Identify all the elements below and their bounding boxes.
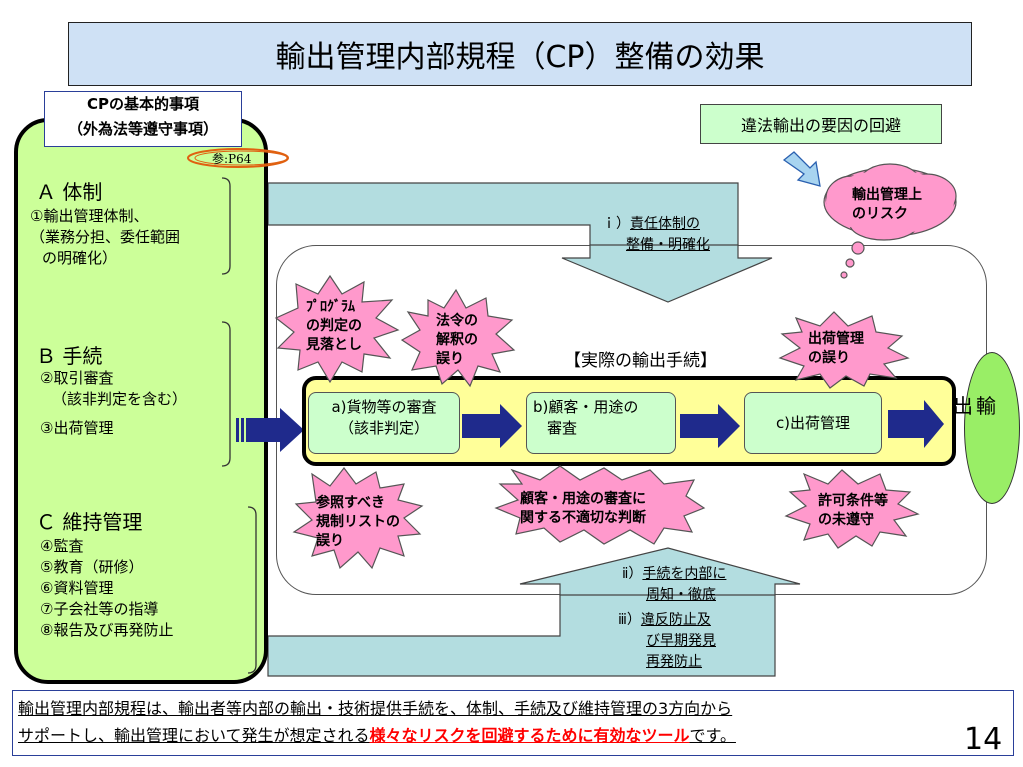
- risk-program-text: ﾌﾟﾛｸﾞﾗﾑ の判定の 見落とし: [306, 298, 362, 355]
- section-c-line: ⑦子会社等の指導: [40, 600, 159, 618]
- effect-i-line1: 責任体制の: [630, 216, 700, 232]
- export-oval: [964, 352, 1020, 504]
- risk-customer-text: 顧客・用途の審査に 関する不適切な判断: [520, 490, 646, 528]
- burst-program: [274, 274, 400, 384]
- risk-law-line: 誤り: [436, 351, 464, 367]
- cp-basics-header: CPの基本的事項 （外為法等遵守事項）: [44, 91, 242, 147]
- section-c-line: ⑥資料管理: [40, 579, 114, 597]
- risk-law-line: 法令の: [436, 313, 478, 329]
- summary-line2: サポートし、輸出管理において発生が想定される様々なリスクを回避するために有効なツ…: [18, 722, 736, 749]
- risk-cloud: [823, 163, 957, 279]
- bracket-c: [247, 506, 257, 674]
- effect-iii-label: ⅲ）違反防止及 び早期発見 再発防止: [618, 610, 716, 673]
- risk-program-line: の判定の: [306, 318, 362, 334]
- effect-i-line2: 整備・明確化: [626, 237, 710, 253]
- effect-ii-line2: 周知・徹底: [646, 587, 716, 603]
- section-c-line: ⑤教育（研修）: [40, 558, 144, 576]
- section-c-text: ④監査 ⑤教育（研修） ⑥資料管理 ⑦子会社等の指導 ⑧報告及び再発防止: [40, 536, 173, 641]
- step-a-box: a)貨物等の審査 （該非判定）: [308, 392, 460, 454]
- step-b-line: b)顧客・用途の: [533, 398, 639, 416]
- panel-to-process-arrow: [236, 408, 304, 452]
- step-b-line: 審査: [547, 419, 578, 437]
- summary-highlight: 様々なリスクを回避するために有効なツール: [369, 726, 690, 745]
- bracket-b: [221, 321, 231, 467]
- cloud-line: 輸出管理上: [852, 187, 922, 203]
- summary-line2-c: です。: [689, 726, 736, 745]
- step-b-box: b)顧客・用途の 審査: [526, 392, 676, 454]
- risk-shipping-line: の誤り: [808, 350, 850, 366]
- section-a-text: ①輸出管理体制、 （業務分担、委任範囲 の明確化）: [30, 206, 180, 269]
- risk-avoidance-box: 違法輸出の要因の回避: [700, 104, 942, 144]
- risk-list-text: 参照すべき 規制リストの 誤り: [316, 494, 400, 551]
- page-title: 輸出管理内部規程（CP）整備の効果: [68, 22, 972, 86]
- effect-ii-label: ⅱ）手続を内部に 周知・徹底: [622, 564, 726, 606]
- effect-iii-line2: び早期発見: [646, 633, 716, 649]
- reference-label: 参:P64: [212, 152, 252, 166]
- cloud-text: 輸出管理上 のリスク: [852, 186, 922, 224]
- section-b-line: ②取引審査: [40, 369, 114, 387]
- risk-customer-line: 顧客・用途の審査に: [520, 491, 646, 507]
- burst-law: [400, 288, 516, 388]
- step-a-line: （該非判定）: [338, 419, 429, 437]
- risk-list-line: 参照すべき: [316, 495, 386, 511]
- reference-oval: [187, 148, 289, 168]
- effect-iii-line3: 再発防止: [646, 654, 702, 670]
- section-a-line: ①輸出管理体制、: [30, 207, 149, 225]
- section-c-title: Ｃ 維持管理: [36, 510, 143, 534]
- burst-permit: [784, 469, 920, 549]
- burst-shipping: [778, 311, 910, 389]
- effect-ii-num: ⅱ）: [622, 566, 643, 582]
- risk-arrow: [782, 151, 821, 187]
- section-b-line: （該非判定を含む）: [52, 390, 188, 408]
- cp-basics-title: CPの基本的事項: [86, 95, 199, 113]
- arrow-a-to-b: [462, 404, 522, 448]
- risk-program-line: 見落とし: [306, 337, 362, 353]
- section-b-text: ②取引審査 （該非判定を含む） ③出荷管理: [40, 368, 187, 439]
- burst-list: [292, 467, 424, 570]
- section-c-line: ⑧報告及び再発防止: [40, 621, 174, 639]
- section-a-line: の明確化）: [42, 249, 118, 267]
- risk-shipping-line: 出荷管理: [808, 331, 864, 347]
- burst-customer: [494, 465, 706, 545]
- summary-line1: 輸出管理内部規程は、輸出者等内部の輸出・技術提供手続を、体制、手続及び維持管理の…: [18, 699, 733, 718]
- arrow-b-to-c: [680, 404, 740, 448]
- export-label: 輸出: [953, 394, 999, 418]
- risk-list-line: 誤り: [316, 533, 344, 549]
- risk-permit-text: 許可条件等 の未遵守: [818, 492, 888, 530]
- bottom-arrow-tip: [519, 547, 801, 596]
- effect-iii-num: ⅲ）: [618, 612, 641, 628]
- arrow-c-to-export: [888, 400, 944, 448]
- actual-process-label: 【実際の輸出手続】: [564, 351, 717, 371]
- step-c-line: c)出荷管理: [775, 413, 851, 432]
- section-b-line: ③出荷管理: [40, 419, 114, 437]
- step-a-line: a)貨物等の審査: [331, 398, 437, 416]
- section-a-title: Ａ 体制: [36, 180, 103, 204]
- bracket-a: [221, 177, 231, 275]
- effect-iii-line1: 違反防止及: [640, 612, 711, 628]
- risk-law-text: 法令の 解釈の 誤り: [436, 312, 478, 369]
- effect-ii-line1: 手続を内部に: [642, 566, 727, 582]
- cp-basics-subtitle: （外為法等遵守事項）: [67, 120, 218, 138]
- summary-text: 輸出管理内部規程は、輸出者等内部の輸出・技術提供手続を、体制、手続及び維持管理の…: [18, 695, 736, 749]
- top-arrow-tip: [561, 244, 773, 303]
- risk-permit-line: の未遵守: [818, 512, 874, 528]
- risk-list-line: 規制リストの: [316, 514, 400, 530]
- risk-customer-line: 関する不適切な判断: [520, 510, 646, 526]
- summary-line2-a: サポートし、輸出管理において発生が想定される: [18, 726, 370, 745]
- risk-permit-line: 許可条件等: [818, 493, 888, 509]
- summary-box: [12, 690, 1014, 756]
- cloud-line: のリスク: [852, 206, 908, 222]
- effect-i-label: ｉ）責任体制の 整備・明確化: [602, 214, 710, 256]
- section-a-line: （業務分担、委任範囲: [30, 228, 181, 246]
- section-c-line: ④監査: [40, 537, 84, 555]
- section-b-title: Ｂ 手続: [36, 344, 103, 368]
- page-number: 14: [964, 722, 1003, 757]
- effect-i-num: ｉ）: [602, 216, 630, 232]
- step-c-box: c)出荷管理: [744, 392, 882, 454]
- risk-program-line: ﾌﾟﾛｸﾞﾗﾑ: [306, 299, 355, 315]
- risk-law-line: 解釈の: [436, 332, 478, 348]
- risk-shipping-text: 出荷管理 の誤り: [808, 330, 864, 368]
